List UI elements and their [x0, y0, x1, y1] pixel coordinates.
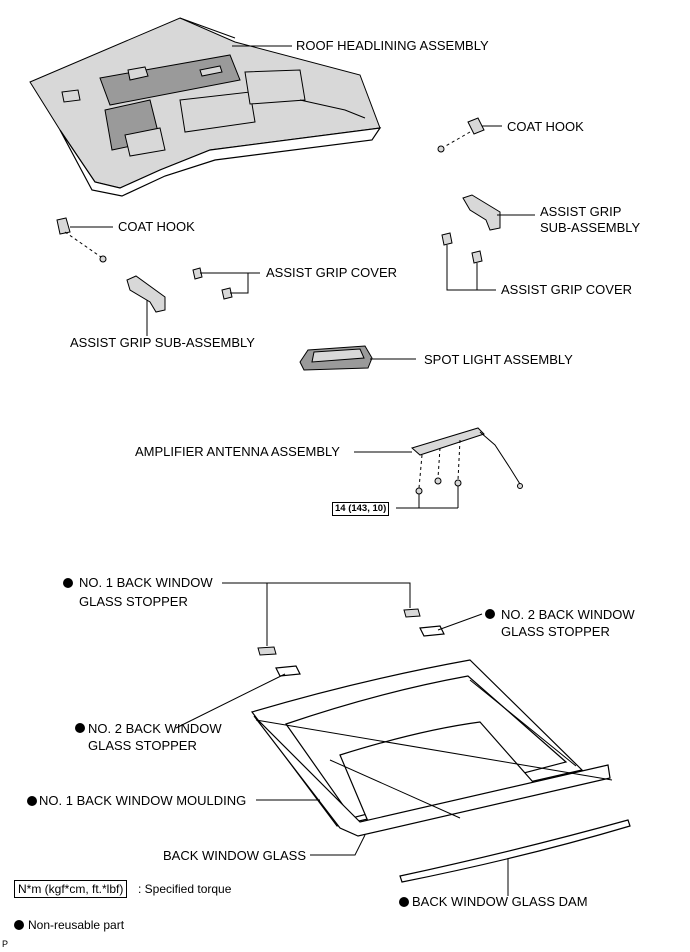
- non-reusable-bullet-no2-stopper-right: [485, 609, 495, 619]
- legend-torque-desc: : Specified torque: [138, 882, 232, 896]
- assist-grip-right-part: [462, 194, 501, 231]
- non-reusable-bullet-no1-moulding: [27, 796, 37, 806]
- coat-hook-right-dash: [443, 131, 471, 148]
- footer-code: P: [2, 939, 9, 949]
- no1-stopper-leader: [222, 582, 411, 646]
- no2-stopper-right-leader: [437, 613, 483, 631]
- roof-headlining-assembly: [29, 17, 382, 197]
- non-reusable-bullet-glass-dam: [399, 897, 409, 907]
- legend-non-reusable: Non-reusable part: [28, 918, 125, 932]
- coat-hook-left-dash: [64, 231, 102, 258]
- non-reusable-bullet-no2-stopper-left: [75, 723, 85, 733]
- assist-grip-cover-left-parts: [192, 267, 233, 300]
- torque-value-box: 14 (143, 10): [332, 502, 390, 516]
- assist-grip-left-part: [126, 275, 166, 313]
- label-no1-stopper-2: GLASS STOPPER: [79, 594, 188, 609]
- label-roof-headlining: ROOF HEADLINING ASSEMBLY: [296, 38, 489, 53]
- label-assist-grip-left: ASSIST GRIP SUB-ASSEMBLY: [70, 335, 255, 350]
- glass-dam-part: [399, 819, 631, 883]
- label-coat-hook-right: COAT HOOK: [507, 119, 584, 134]
- label-assist-grip-cover-left: ASSIST GRIP COVER: [266, 265, 398, 280]
- label-no2-stopper-right-1: NO. 2 BACK WINDOW: [501, 607, 635, 622]
- label-assist-grip-right-1: ASSIST GRIP: [540, 204, 622, 219]
- back-window-glass-leader: [310, 834, 366, 856]
- amplifier-antenna-part: [410, 427, 523, 495]
- no2-back-window-stopper-parts: [275, 625, 445, 677]
- antenna-dash-1: [418, 454, 423, 489]
- label-assist-grip-cover-right: ASSIST GRIP COVER: [501, 282, 633, 297]
- label-spot-light: SPOT LIGHT ASSEMBLY: [424, 352, 573, 367]
- coat-hook-left-part: [56, 217, 107, 263]
- spot-light-part: [299, 345, 373, 371]
- torque-leader: [396, 486, 459, 509]
- antenna-dash-3: [457, 439, 461, 481]
- label-no2-stopper-left-1: NO. 2 BACK WINDOW: [88, 721, 222, 736]
- label-back-window-glass: BACK WINDOW GLASS: [163, 848, 307, 863]
- assist-grip-cover-right-leader: [446, 245, 496, 291]
- label-coat-hook-left: COAT HOOK: [118, 219, 195, 234]
- no1-back-window-stopper-parts: [257, 608, 421, 656]
- no2-stopper-left-leader: [175, 673, 286, 729]
- label-no2-stopper-left-2: GLASS STOPPER: [88, 738, 197, 753]
- legend-non-reusable-bullet: [14, 920, 24, 930]
- assist-grip-cover-right-parts: [441, 232, 483, 264]
- assist-grip-cover-left-leader: [200, 272, 260, 294]
- non-reusable-bullet-no1-stopper: [63, 578, 73, 588]
- coat-hook-right-part: [437, 117, 485, 153]
- label-no1-stopper-1: NO. 1 BACK WINDOW: [79, 575, 213, 590]
- label-no1-moulding: NO. 1 BACK WINDOW MOULDING: [39, 793, 247, 808]
- legend-torque-unit: N*m (kgf*cm, ft.*lbf): [14, 880, 128, 898]
- label-glass-dam: BACK WINDOW GLASS DAM: [412, 894, 588, 909]
- back-window-glass-part: [251, 659, 613, 837]
- antenna-dash-2: [437, 447, 441, 479]
- label-no2-stopper-right-2: GLASS STOPPER: [501, 624, 610, 639]
- label-amplifier-antenna: AMPLIFIER ANTENNA ASSEMBLY: [135, 444, 340, 459]
- label-assist-grip-right-2: SUB-ASSEMBLY: [540, 220, 641, 235]
